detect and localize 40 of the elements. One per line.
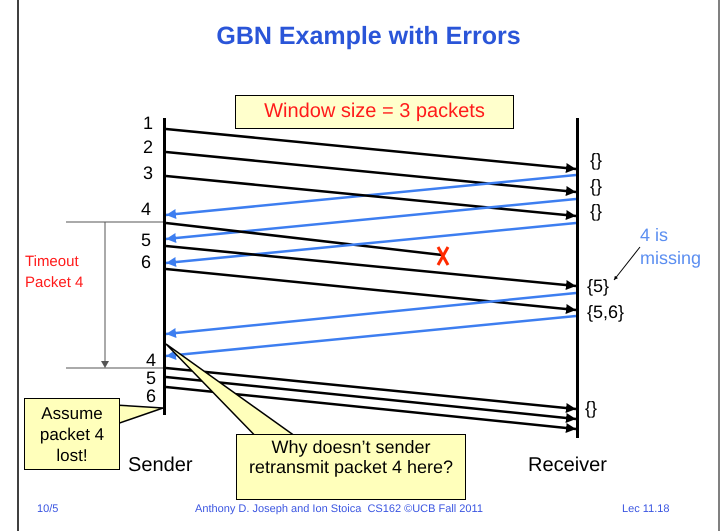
packet-number: 6 bbox=[141, 252, 152, 273]
packet-number: 6 bbox=[146, 386, 156, 407]
timeout-label: Timeout Packet 4 bbox=[25, 252, 84, 293]
callout-box: Assume packet 4 lost! bbox=[24, 398, 120, 470]
message-arrow bbox=[166, 150, 576, 196]
lifeline-label: Receiver bbox=[528, 454, 607, 477]
message-arrow bbox=[166, 366, 576, 413]
packet-number: 3 bbox=[143, 163, 154, 184]
packet-number: 5 bbox=[146, 368, 156, 389]
receiver-state: {} bbox=[590, 176, 602, 197]
slide-title: GBN Example with Errors bbox=[215, 22, 522, 51]
lifeline-label: Sender bbox=[128, 454, 192, 477]
message-arrow bbox=[166, 198, 576, 243]
message-arrow bbox=[166, 244, 576, 290]
callout-box: Why doesn’t sender retransmit packet 4 here? bbox=[236, 434, 466, 500]
callout-pointer bbox=[118, 404, 164, 424]
packet-number: 4 bbox=[146, 350, 156, 371]
packet-number: 5 bbox=[141, 230, 152, 251]
message-arrow bbox=[166, 268, 576, 314]
message-arrow bbox=[166, 128, 576, 173]
receiver-state: {5} bbox=[587, 276, 623, 298]
message-arrow bbox=[166, 314, 576, 360]
annotation-text: 4 is missing bbox=[640, 224, 720, 270]
note-box: Window size = 3 packets bbox=[235, 95, 514, 129]
slide-date: 10/5 bbox=[37, 503, 58, 515]
packet-number: 4 bbox=[141, 199, 152, 220]
message-arrow bbox=[166, 292, 576, 338]
packet-number: 2 bbox=[143, 137, 154, 158]
receiver-state: {} bbox=[585, 398, 598, 419]
receiver-state: {5,6} bbox=[587, 302, 624, 323]
message-arrow bbox=[166, 376, 576, 423]
receiver-state: {} bbox=[590, 150, 602, 171]
leader-line bbox=[614, 246, 640, 280]
message-arrow bbox=[166, 222, 576, 267]
slide-number: Lec 11.18 bbox=[622, 503, 670, 515]
loss-cross-icon bbox=[436, 246, 450, 266]
packet-number: 1 bbox=[143, 113, 154, 134]
callout-pointer bbox=[165, 343, 296, 436]
message-arrow bbox=[166, 386, 576, 433]
receiver-state: {} bbox=[590, 201, 602, 222]
